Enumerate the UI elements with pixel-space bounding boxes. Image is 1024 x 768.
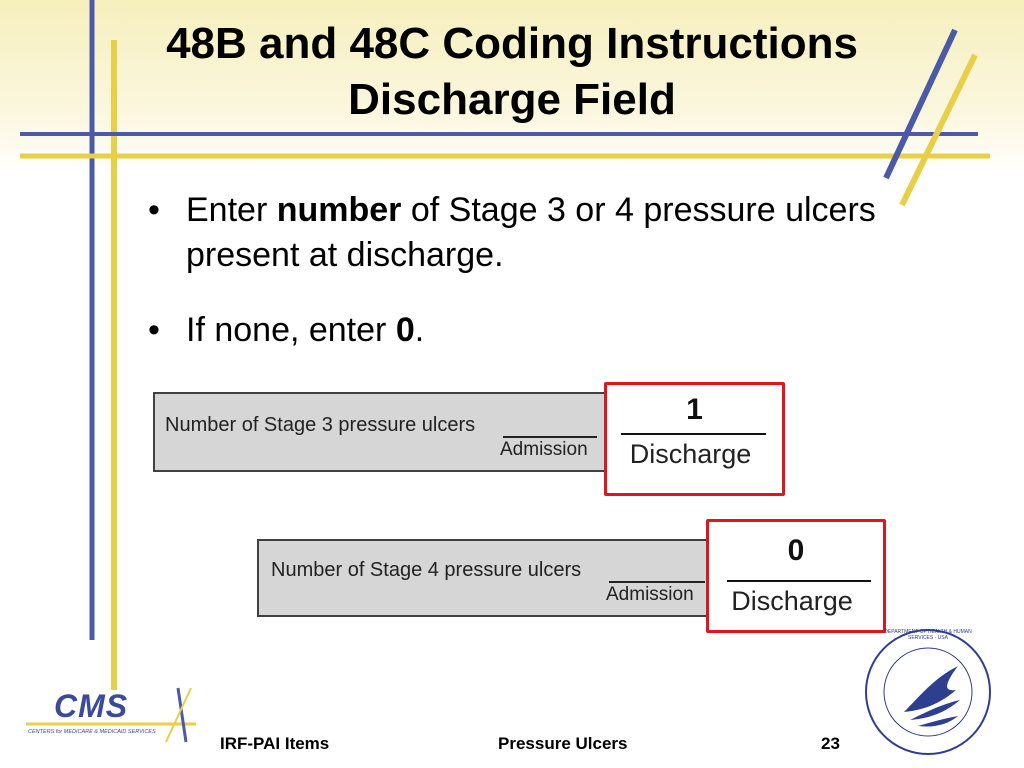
hhs-seal: DEPARTMENT OF HEALTH & HUMAN SERVICES · … xyxy=(862,626,994,758)
slide-title-line2: Discharge Field xyxy=(348,75,676,124)
stage4-discharge-label: Discharge xyxy=(731,586,853,616)
bullet-dot: • xyxy=(148,311,160,349)
bullet-list: • Enter number of Stage 3 or 4 pressure … xyxy=(142,188,902,383)
stage4-admission-label: Admission xyxy=(606,584,694,605)
stage4-admission-blank xyxy=(609,581,705,583)
stage3-admission-blank xyxy=(503,436,597,438)
stage4-form-excerpt: Number of Stage 4 pressure ulcers Admiss… xyxy=(257,539,713,617)
stage3-admission-label: Admission xyxy=(500,439,588,460)
cms-logo: CMS CENTERS for MEDICARE & MEDICAID SERV… xyxy=(26,684,201,746)
bullet-text: of Stage 3 or 4 pressure ulcers present … xyxy=(186,191,876,274)
stage3-discharge-highlight: 1 Discharge xyxy=(604,382,785,496)
stage3-discharge-value: 1 xyxy=(686,393,703,426)
page-number: 23 xyxy=(821,734,840,753)
stage4-discharge-highlight: 0 Discharge xyxy=(706,519,886,633)
bullet-text: . xyxy=(414,311,425,349)
bullet-text: If none, enter xyxy=(186,311,396,349)
bullet-item: • If none, enter 0. xyxy=(142,308,902,353)
stage3-discharge-label: Discharge xyxy=(629,439,752,469)
slide-title-line1: 48B and 48C Coding Instructions xyxy=(166,19,858,68)
cms-logo-icon xyxy=(26,687,196,743)
bullet-bold-text: number xyxy=(276,191,402,229)
hhs-eagle-icon xyxy=(865,629,991,755)
bullet-text: Enter xyxy=(186,191,277,229)
cms-logo-text: CMS xyxy=(54,688,129,724)
footer-center: Pressure Ulcers xyxy=(498,734,628,753)
stage4-discharge-line xyxy=(727,580,871,582)
footer-left: IRF-PAI Items xyxy=(220,734,330,753)
header-band xyxy=(0,0,1024,175)
deco-line-yellow-diagonal xyxy=(899,53,978,207)
cms-logo-tagline: CENTERS for MEDICARE & MEDICAID SERVICES xyxy=(28,729,156,735)
hhs-seal-text: DEPARTMENT OF HEALTH & HUMAN SERVICES · … xyxy=(884,629,972,641)
bullet-item: • Enter number of Stage 3 or 4 pressure … xyxy=(142,188,902,278)
bullet-dot: • xyxy=(148,191,160,229)
stage4-discharge-value: 0 xyxy=(787,534,805,567)
stage4-form-label: Number of Stage 4 pressure ulcers xyxy=(271,559,582,581)
slide-title: 48B and 48C Coding Instructions Discharg… xyxy=(60,16,964,128)
stage3-discharge-line xyxy=(621,433,766,435)
bullet-bold-text: 0 xyxy=(395,311,415,349)
stage3-form-excerpt: Number of Stage 3 pressure ulcers Admiss… xyxy=(153,392,615,472)
deco-line-blue-diagonal xyxy=(883,28,958,180)
stage3-form-label: Number of Stage 3 pressure ulcers xyxy=(165,414,476,436)
